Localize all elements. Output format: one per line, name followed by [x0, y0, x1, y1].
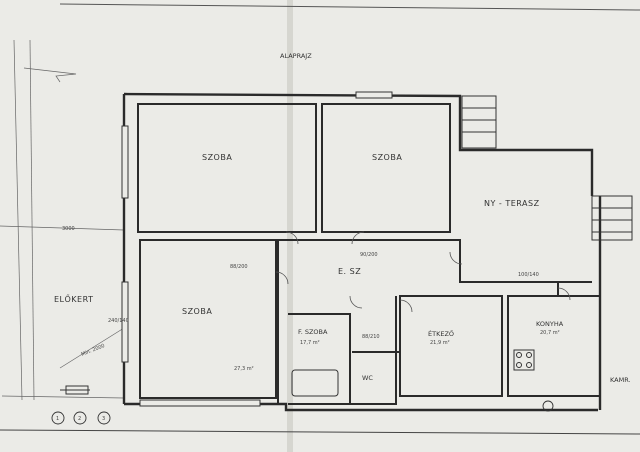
- room-label-konyha: KONYHA: [536, 320, 564, 328]
- area-szoba-bottom: 27,3 m²: [234, 366, 254, 372]
- dimension-3000: 3000: [62, 226, 75, 232]
- room-label-etkezo: ÉTKEZŐ: [428, 329, 454, 338]
- room-label-f-szoba: F. SZOBA: [298, 328, 328, 336]
- door-size-88-200: 88/200: [230, 264, 248, 270]
- site-markers: [51, 400, 554, 425]
- room-label-eloszoba: E. SZ: [338, 267, 361, 276]
- plan-title: ALAPRAJZ: [280, 52, 312, 60]
- room-label-szoba-top-right: SZOBA: [372, 153, 402, 162]
- door-swings: [275, 231, 571, 313]
- window-size-240-140: 240/140: [108, 318, 129, 324]
- marker-2: 2: [78, 416, 81, 422]
- sheet-bottom-edge: [0, 429, 640, 435]
- room-label-elokert: ELŐKERT: [54, 294, 93, 304]
- area-etkezo: 21,9 m²: [430, 340, 450, 346]
- window-size-100-140: 100/140: [518, 272, 539, 278]
- room-label-szoba-bottom: SZOBA: [182, 307, 212, 316]
- sheet-top-edge: [59, 3, 640, 11]
- marker-1: 1: [56, 416, 59, 422]
- room-label-kamra: KAMR.: [610, 376, 631, 384]
- site-construction-lines: [0, 39, 125, 401]
- room-label-wc: WC: [362, 374, 373, 382]
- door-size-88-210: 88/210: [362, 334, 380, 340]
- door-size-90-200: 90/200: [360, 252, 378, 258]
- stairs: [461, 95, 633, 241]
- fixtures: [60, 349, 535, 397]
- room-label-ny-terasz: NY - TERASZ: [484, 199, 540, 208]
- marker-3: 3: [102, 416, 105, 422]
- inner-walls: [137, 103, 601, 405]
- dimension-min-2000: Min. 2000: [81, 343, 106, 358]
- window-marks: [121, 91, 393, 407]
- room-label-szoba-top-left: SZOBA: [202, 153, 232, 162]
- area-f-szoba: 17,7 m²: [300, 340, 320, 346]
- area-konyha: 20,7 m²: [540, 330, 560, 336]
